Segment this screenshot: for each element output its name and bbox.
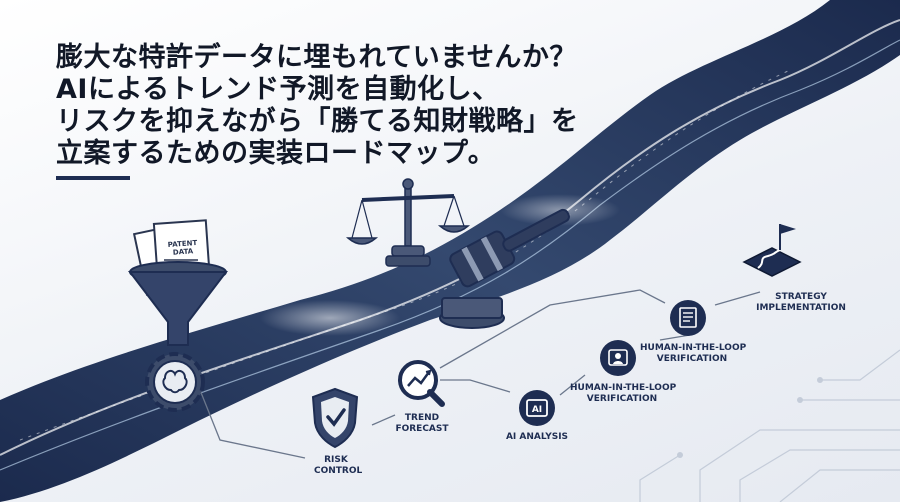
headline: 膨大な特許データに埋もれていませんか？ AIによるトレンド予測を自動化し、 リス… [56,42,579,170]
patent-doc-label: PATENT DATA [167,238,198,257]
scales-of-justice-icon [345,178,471,267]
step-label-strategy-implementation: STRATEGY IMPLEMENTATION [756,292,846,313]
headline-line-4: 立案するための実装ロードマップ。 [56,138,496,169]
headline-line-3: リスクを抑えながら「勝てる知財戦略」を [56,106,579,137]
document-check-icon [670,300,706,336]
patent-data-funnel-icon [127,219,229,346]
step-label-trend-forecast: TREND FORECAST [395,413,449,434]
user-check-icon [600,340,636,376]
magnifier-trend-icon [398,360,445,407]
process-flow-arrows [199,289,761,459]
brain-gear-icon [145,352,205,412]
title-underline [56,176,130,180]
shield-check-icon [311,387,359,449]
svg-text:AI: AI [532,405,542,415]
step-label-hitl-verification-2: HUMAN-IN-THE-LOOP VERIFICATION [640,343,747,364]
headline-line-1: 膨大な特許データに埋もれていませんか？ [56,42,577,73]
step-label-ai-analysis: AI ANALYSIS [505,432,569,442]
step-label-hitl-verification-1: HUMAN-IN-THE-LOOP VERIFICATION [570,383,677,404]
headline-line-2: AIによるトレンド予測を自動化し、 [56,74,500,105]
flag-road-icon [742,224,802,277]
gavel-icon [439,208,570,329]
step-label-risk-control: RISK CONTROL [314,455,363,476]
circuit-traces [639,349,900,502]
ai-chip-icon: AI [519,390,555,426]
